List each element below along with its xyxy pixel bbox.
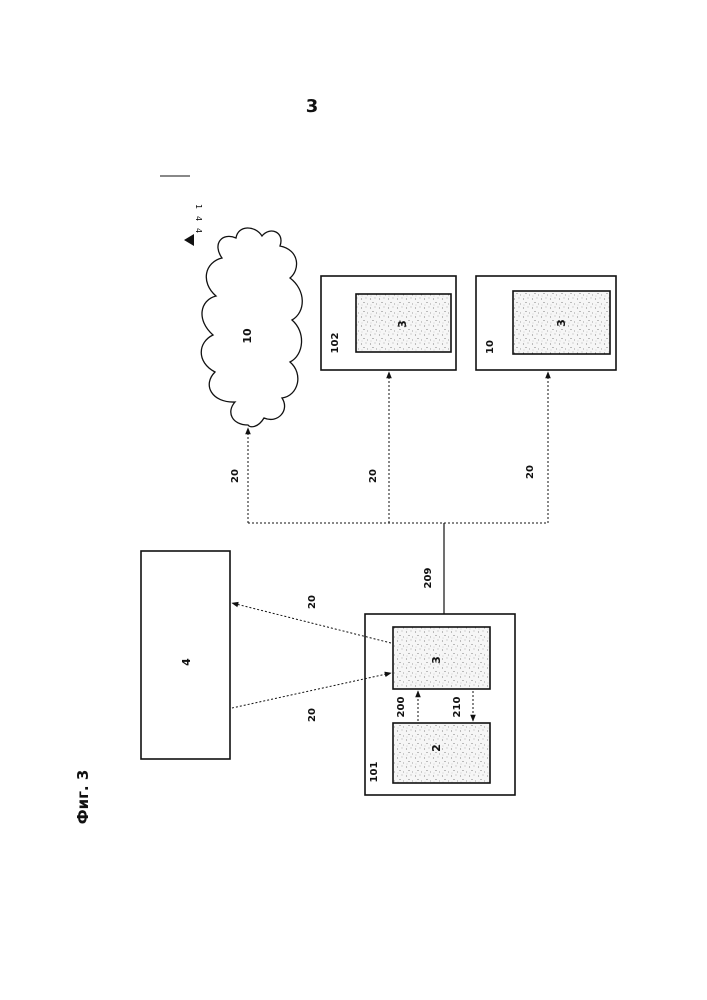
- figure-caption: Фиг. 3: [74, 770, 92, 825]
- link-20-10-label: 20: [525, 465, 536, 479]
- box-101-label: 101: [369, 762, 380, 783]
- box-10-label: 10: [485, 340, 496, 354]
- mark-numbers: 1 4 4: [194, 204, 203, 233]
- link-200-label: 200: [396, 697, 407, 718]
- mark-triangle: [184, 234, 194, 246]
- mark-2: 4: [194, 216, 203, 221]
- link-20-upper-label: 20: [307, 595, 318, 609]
- link-20-102-label: 20: [368, 469, 379, 483]
- cloud-network: [201, 228, 302, 427]
- box-102-label: 102: [330, 333, 341, 354]
- cloud-label: 10: [241, 328, 254, 344]
- module-2-101-label: 2: [430, 744, 443, 752]
- mark-1: 1: [194, 204, 203, 209]
- module-2-in-101: [393, 723, 490, 783]
- link-20-lower-label: 20: [307, 708, 318, 722]
- module-3-102-label: 3: [396, 320, 409, 328]
- network-branches: [248, 372, 548, 523]
- mark-3: 4: [194, 228, 203, 233]
- module-3-101-label: 3: [430, 656, 443, 664]
- server-box-4: [141, 551, 230, 759]
- link-210-label: 210: [452, 697, 463, 718]
- link-209-label: 209: [423, 568, 434, 589]
- box-4-label: 4: [180, 658, 193, 666]
- link-20-cloud-label: 20: [230, 469, 241, 483]
- module-3-10-label: 3: [555, 319, 568, 327]
- page-number: 3: [306, 96, 319, 117]
